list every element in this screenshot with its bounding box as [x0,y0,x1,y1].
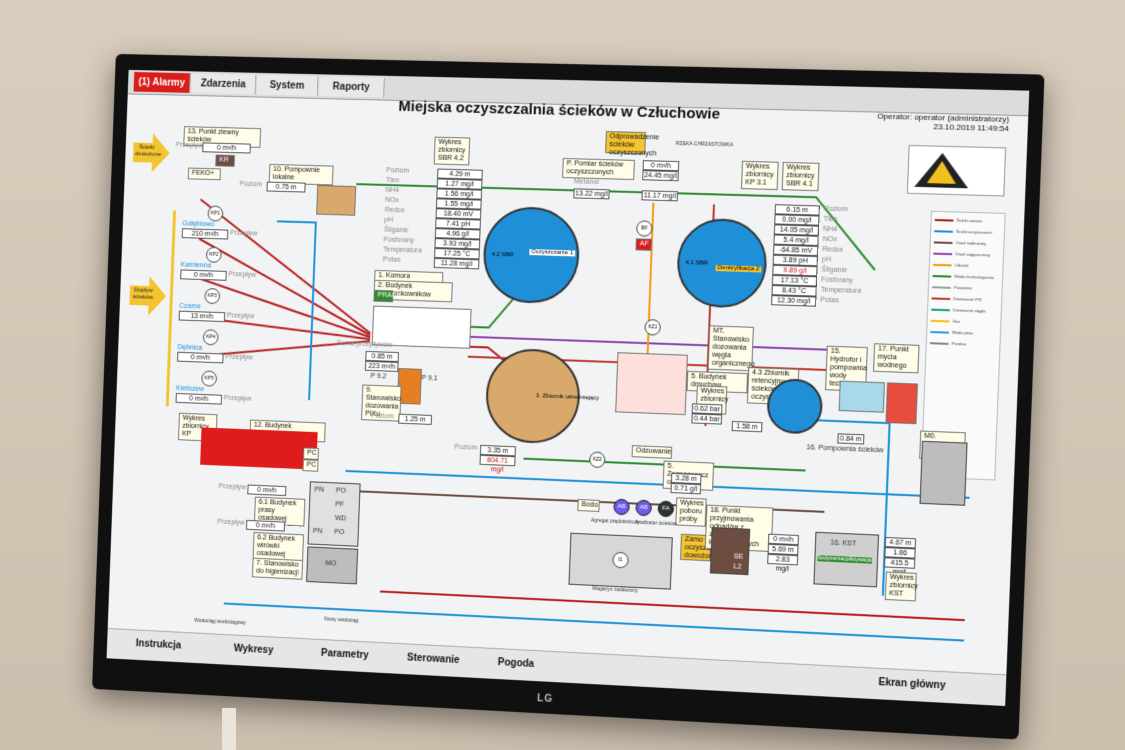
stanowisko-hig-label: 7. Stanowisko do higienizacji [251,557,304,580]
metanol-value: 13.22 mg/l [573,188,610,200]
legend-item: Dozowanie PIX [931,294,999,303]
arrow-doplyw: Dopływ ścieków [129,276,167,317]
ow-value: 804.71 mg/l [479,454,516,474]
kp1-name: Gołębiowo [182,220,215,229]
kp3-przeplyw: Przepływ [226,312,255,321]
legend-item: Odcieki [932,261,1000,270]
przeplyw-label: Przepływ [175,141,204,150]
pompownia-lokalne-block[interactable] [316,184,357,216]
odzuwanie-label: Odzuwanie [631,445,673,459]
kst-block[interactable]: 16. KST Sedymentacja Aktywacja [813,531,880,588]
v283-value: 2.83 mg/l [767,553,799,573]
p91-label: P 9.1 [421,374,438,383]
poziom-pix-label: Poziom [370,412,395,421]
kp4-przeplyw: Przepływ [225,353,253,362]
tv-frame: (1) Alarmy Zdarzenia System Raporty Miej… [92,53,1045,740]
przeplyw-c2-value: 223 m³/h [364,360,399,372]
wykres-proby-button[interactable]: Wykres poboru próby [675,497,707,527]
mt-label: MT. Stanowisko dozowania węgla organiczn… [707,325,755,372]
kp4-name: Dębnica [177,343,203,352]
kp5-przeplyw: Przepływ [223,394,252,403]
kp3-flow: 13 m³/h [178,310,226,323]
legend-item: Powietrze [932,283,999,292]
mag-osad-block[interactable] [919,440,968,506]
kp4-flow: 0 m³/h [177,351,224,364]
stacja-wody-label: 17. Punkt mycia wodnego [873,343,920,374]
przeplyw-62-label: Przepływ [217,518,245,527]
kr-block[interactable]: KR [215,154,235,167]
legend-item: Ścieki surowe [934,216,1002,225]
legend-item: Osad nadmierny [933,238,1001,247]
hydrofor-block[interactable] [838,380,885,413]
bodo-label: Bodo [577,498,600,513]
przeplyw-value: 0 m³/h [202,142,251,154]
nav-pogoda[interactable]: Pogoda [497,657,535,670]
wykres-sbr41-button[interactable]: Wykres zbiornicy SBR 4.1 [781,161,820,192]
nav-sterowanie[interactable]: Sterowanie [406,652,460,667]
legend-item: Przelew [929,339,997,348]
poziom-ow-label: Poziom [454,443,478,452]
legend-item: Ścieki oczyszczone [934,227,1001,236]
odprowadzenie-arrow: Odprowadzenie ścieków oczyszczonych [605,131,659,158]
przeplyw-61-value: 0 m³/h [247,484,287,497]
punkt-odbior-block[interactable]: SE L2 [709,527,751,576]
kp2-flow: 0 m³/h [180,269,227,281]
budynek-wielo-block[interactable] [200,427,318,470]
przeplyw-61-label: Przepływ [218,483,247,492]
kp3-name: Czarne [179,302,201,311]
nav-instrukcja[interactable]: Instrukcja [135,638,182,652]
zag-value2: 0.71 g/l [670,482,702,495]
kp2-name: Kamienna [180,261,212,270]
metanol-label: Metanol [573,178,599,187]
arrow-sciek-dowozone: Ścieki dowożone [132,133,171,173]
poziom-pix-value: 1.25 m [398,413,432,425]
kp1-przeplyw: Przepływ [229,229,258,238]
nav-ekran-glowny[interactable]: Ekran główny [878,676,946,692]
p92-label: P 9.2 [370,372,387,381]
v084-value: 0.84 m [837,433,865,445]
mg-out-value: 24.45 mg/l [642,170,679,182]
nav-parametry[interactable]: Parametry [320,647,369,662]
osadownia-block[interactable]: PN PO PF WD PN PO [307,481,361,547]
kp2-przeplyw: Przepływ [228,271,257,279]
legend-item: Woda technologiczna [932,272,999,281]
kp5-flow: 0 m³/h [175,392,223,405]
stacja-wody-block[interactable] [885,382,918,425]
legend-item: Woda pitna [930,328,997,337]
legend-item: Dozowanie węgla [931,306,998,315]
pomiar-label: P. Pomiar ścieków oczyszczonych [562,157,635,181]
kp5-name: Kieliszew [175,385,205,394]
budynek-dmuchaw-block[interactable] [615,352,688,416]
legend-item: Osad zagęszczony [933,250,1000,259]
poziom-value: 0.75 m [266,181,306,193]
af-block[interactable]: AF [635,238,653,251]
wykres-kst-button[interactable]: Wykres zbiornicy KST [884,571,918,602]
przeplyw-62-value: 0 m³/h [245,519,286,532]
tv-brand-logo: LG [536,693,554,706]
nav-wykresy[interactable]: Wykresy [233,643,274,657]
wykres-sbr42-button[interactable]: Wykres zbiornicy SBR 4.2 [433,136,471,166]
praca-status-badge: PRACA [373,289,401,303]
v158-value: 1.58 m [731,420,763,433]
magazyn-block[interactable]: I1 [568,532,673,590]
legend-item: Gaz [930,317,998,326]
pc2-label: PC [302,459,319,472]
v1117-value: 11.17 mg/l [641,190,679,202]
pc-label: PC [302,447,319,460]
cable [222,708,236,750]
feko-label: FEKO+ [187,167,221,181]
kp1-flow: 210 m³/h [181,228,229,240]
poziom-label: Poziom [239,180,263,189]
v044-value: 0.44 bar [691,413,723,425]
scada-screen: (1) Alarmy Zdarzenia System Raporty Miej… [106,69,1030,707]
kst-val-2: 415.5 mg/l [883,557,916,577]
wykres-kp31-button[interactable]: Wykres zbiornicy KP 3.1 [740,160,779,191]
mo-block[interactable]: MO [306,546,359,585]
